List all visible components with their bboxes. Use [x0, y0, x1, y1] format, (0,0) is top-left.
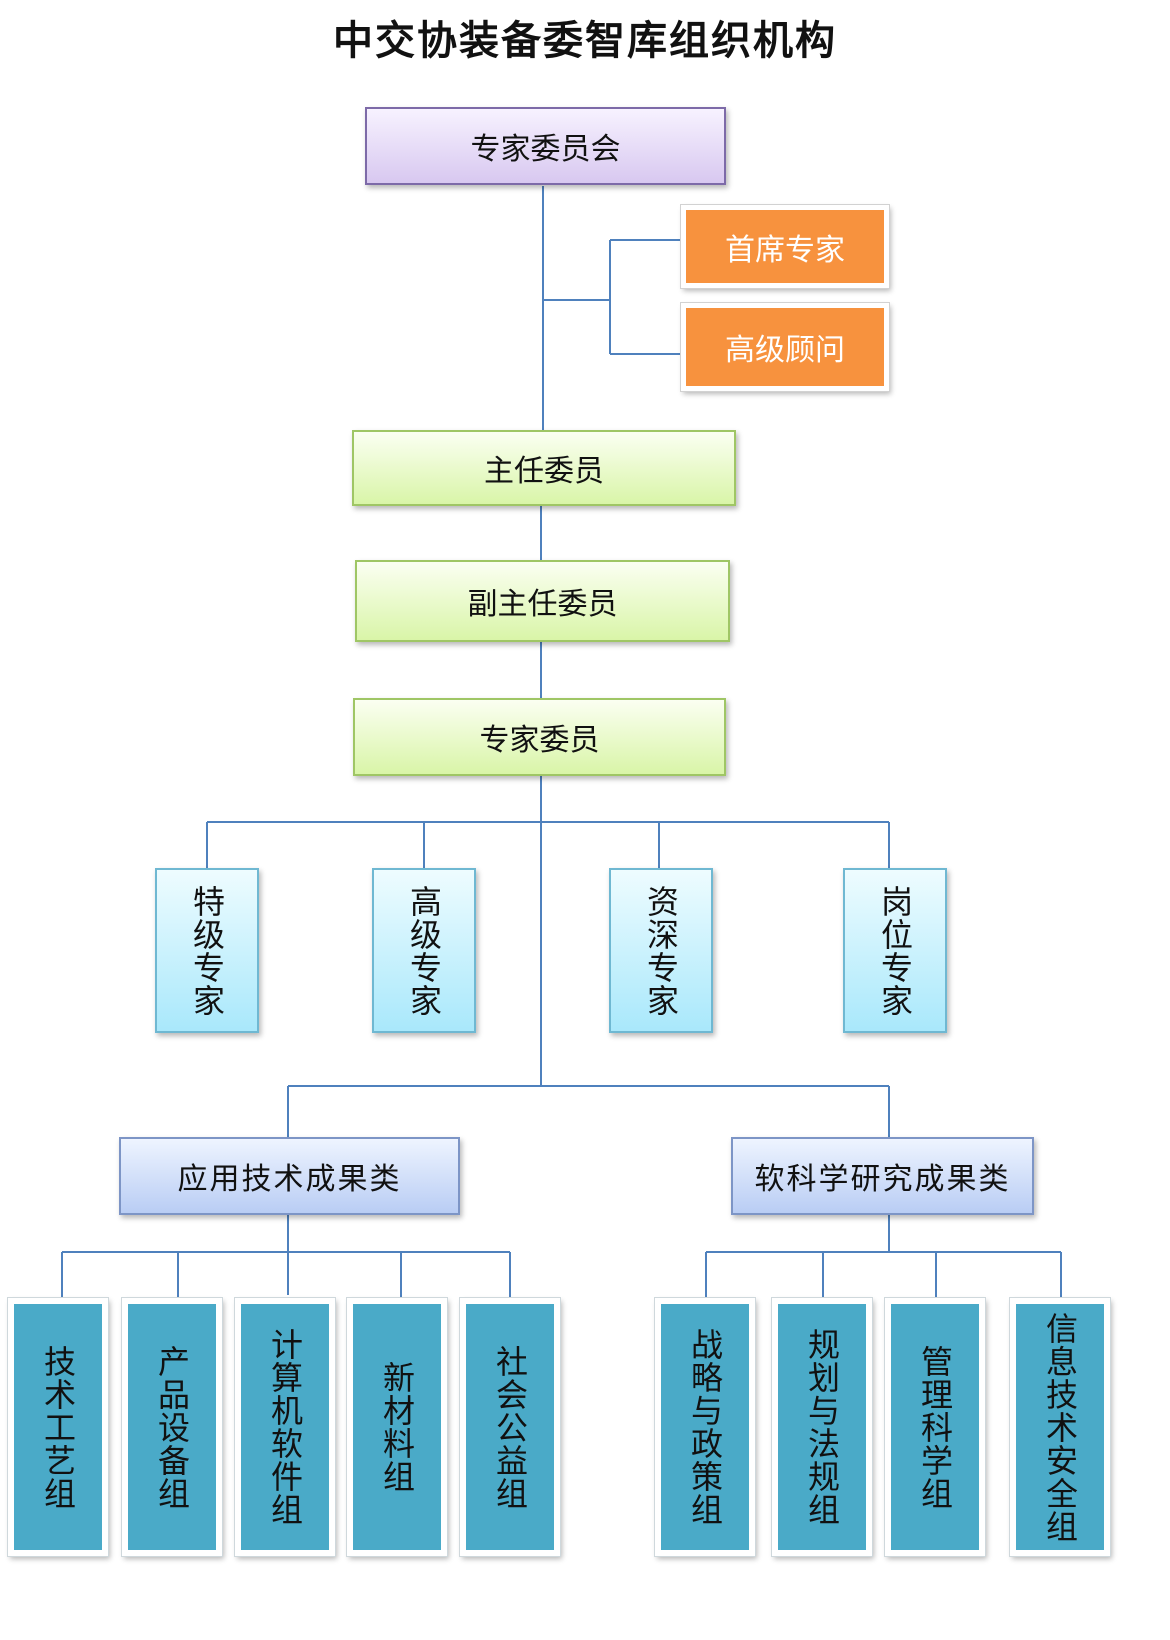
applied-group-label: 新材料组: [378, 1361, 416, 1493]
senior-advisor-box: 高级顾问: [680, 302, 890, 392]
expert-grade-label: 资深专家: [642, 884, 680, 1017]
applied-group-box: 新材料组: [346, 1297, 448, 1557]
chief-expert-label: 首席专家: [725, 232, 845, 268]
applied-category-label: 应用技术成果类: [177, 1162, 402, 1197]
applied-group-box: 计算机软件组: [234, 1297, 336, 1557]
expert-grade-box: 资深专家: [609, 868, 713, 1033]
expert-member-label: 专家委员: [479, 723, 600, 758]
expert-committee-box: 专家委员会: [365, 107, 726, 185]
soft-group-box: 信息技术安全组: [1009, 1297, 1111, 1557]
soft-group-label: 战略与政策组: [686, 1328, 724, 1526]
soft-category-box: 软科学研究成果类: [731, 1137, 1034, 1215]
expert-committee-label: 专家委员会: [470, 132, 621, 167]
expert-grade-label: 岗位专家: [876, 884, 914, 1017]
expert-member-box: 专家委员: [353, 698, 726, 776]
director-label: 主任委员: [484, 454, 604, 489]
applied-group-label: 产品设备组: [153, 1344, 191, 1510]
director-box: 主任委员: [352, 430, 736, 506]
senior-advisor-label: 高级顾问: [725, 333, 845, 368]
applied-group-label: 计算机软件组: [266, 1328, 304, 1526]
expert-grade-box: 岗位专家: [843, 868, 947, 1033]
applied-group-box: 社会公益组: [459, 1297, 561, 1557]
soft-group-box: 战略与政策组: [654, 1297, 756, 1557]
soft-group-label: 管理科学组: [916, 1344, 954, 1510]
expert-grade-label: 高级专家: [405, 884, 443, 1017]
chief-expert-box: 首席专家: [680, 204, 890, 289]
applied-group-label: 社会公益组: [491, 1344, 529, 1510]
deputy-director-box: 副主任委员: [355, 560, 730, 642]
applied-group-label: 技术工艺组: [39, 1344, 77, 1510]
applied-category-box: 应用技术成果类: [119, 1137, 460, 1215]
expert-grade-box: 高级专家: [372, 868, 476, 1033]
expert-grade-label: 特级专家: [188, 884, 226, 1017]
soft-group-label: 规划与法规组: [803, 1328, 841, 1526]
applied-group-box: 产品设备组: [121, 1297, 223, 1557]
soft-group-box: 管理科学组: [884, 1297, 986, 1557]
soft-group-box: 规划与法规组: [771, 1297, 873, 1557]
soft-group-label: 信息技术安全组: [1041, 1311, 1079, 1543]
soft-category-label: 软科学研究成果类: [754, 1162, 1011, 1197]
chart-title: 中交协装备委智库组织机构: [333, 18, 837, 64]
deputy-director-label: 副主任委员: [467, 587, 618, 622]
applied-group-box: 技术工艺组: [7, 1297, 109, 1557]
expert-grade-box: 特级专家: [155, 868, 259, 1033]
